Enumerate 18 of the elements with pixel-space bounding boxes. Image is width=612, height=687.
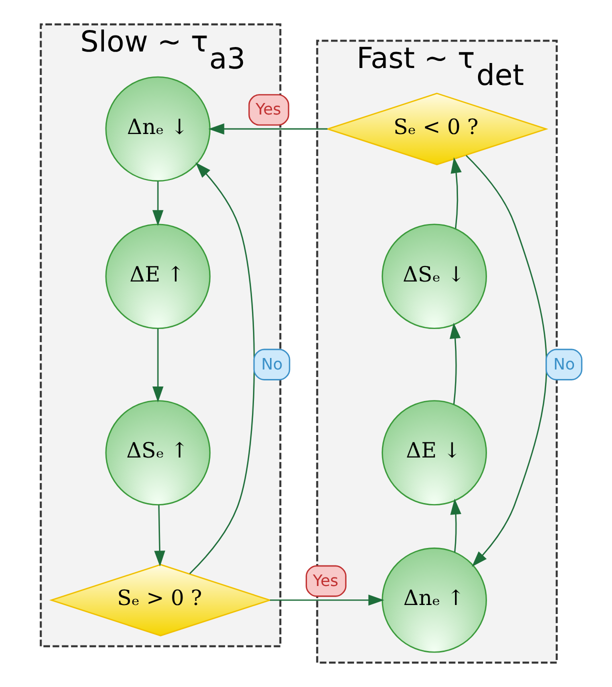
node-circle: ΔE ↓ — [382, 400, 487, 506]
node-diamond: Sₑ < 0 ? — [326, 92, 548, 166]
arrow — [466, 154, 548, 567]
arrow — [152, 181, 164, 226]
node-diamond: Sₑ > 0 ? — [49, 564, 272, 636]
arrow — [189, 162, 255, 574]
edge-label: Yes — [256, 100, 282, 119]
arrow — [450, 498, 462, 552]
arrow — [270, 594, 384, 606]
node-circle: ΔE ↑ — [105, 224, 211, 330]
edge-label: No — [261, 354, 283, 374]
node-circle: ΔSₑ ↑ — [105, 400, 211, 506]
node-circle: ΔSₑ ↓ — [382, 224, 487, 330]
arrow — [152, 328, 164, 402]
arrow — [208, 123, 328, 134]
arrow — [450, 322, 461, 404]
arrow — [450, 157, 462, 229]
arrow — [154, 505, 166, 567]
